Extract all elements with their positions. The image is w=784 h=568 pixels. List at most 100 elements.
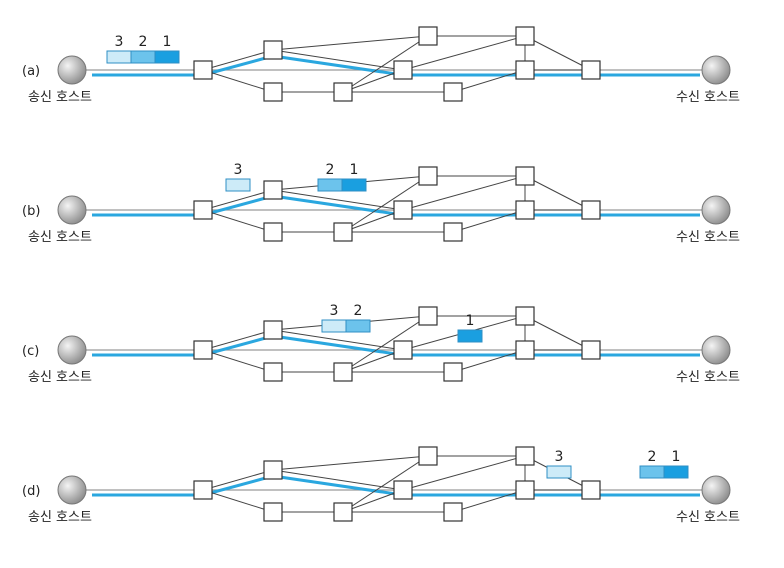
router-node [263,362,283,382]
sender-host-label: 송신 호스트 [28,370,92,385]
receiver-host-label: 수신 호스트 [676,370,740,385]
sender-host-label: 송신 호스트 [28,230,92,245]
receiver-host-icon [701,195,731,225]
sender-host-icon [57,55,87,85]
router-node [193,480,213,500]
packet-number-3: 3 [115,34,124,50]
packet-number-1: 1 [163,34,172,50]
router-node [393,200,413,220]
network-link [202,69,274,93]
packet-number-3: 3 [555,449,564,465]
receiver-host-icon [701,55,731,85]
router-node [443,82,463,102]
network-link [342,349,404,373]
network-link [272,455,429,471]
network-link [402,35,526,71]
network-link [202,489,274,513]
router-node [418,306,438,326]
router-node [263,40,283,60]
router-node [193,200,213,220]
network-link [524,315,592,351]
packet-number-3: 3 [330,303,339,319]
packet-number-1: 1 [466,313,475,329]
router-node [515,446,535,466]
router-node [193,60,213,80]
network-link [202,49,274,71]
packet-number-2: 2 [648,449,657,465]
router-node [515,480,535,500]
network-link [342,455,429,513]
packet-3 [546,465,572,479]
packet-2 [317,178,343,192]
router-node [263,82,283,102]
network-link [342,489,404,513]
packet-3 [225,178,251,192]
router-node [581,340,601,360]
network-link [202,209,274,233]
packet-1 [457,329,483,343]
router-node [263,180,283,200]
sender-host-icon [57,475,87,505]
router-node [263,222,283,242]
packet-3 [106,50,132,64]
network-link [202,189,274,211]
packet-number-2: 2 [326,162,335,178]
network-link [452,349,526,373]
packet-1 [663,465,689,479]
router-node [418,26,438,46]
router-node [263,320,283,340]
packet-3 [321,319,347,333]
network-link [342,35,429,93]
router-node [333,82,353,102]
router-node [393,480,413,500]
packet-1 [154,50,180,64]
router-node [515,340,535,360]
packet-number-2: 2 [354,303,363,319]
packet-2 [345,319,371,333]
panel-label: (c) [22,344,39,359]
router-node [581,480,601,500]
packet-2 [130,50,156,64]
router-node [193,340,213,360]
packet-number-2: 2 [139,34,148,50]
router-node [515,60,535,80]
router-node [515,26,535,46]
network-link [452,209,526,233]
panel-label: (a) [22,64,40,79]
packet-number-1: 1 [672,449,681,465]
packet-2 [639,465,665,479]
receiver-host-label: 수신 호스트 [676,230,740,245]
network-link [202,349,274,373]
router-node [333,502,353,522]
receiver-host-icon [701,475,731,505]
sender-host-label: 송신 호스트 [28,90,92,105]
router-node [333,222,353,242]
router-node [515,166,535,186]
network-link [202,329,274,351]
network-link [342,69,404,93]
network-link [402,175,526,211]
router-node [393,340,413,360]
receiver-host-label: 수신 호스트 [676,510,740,525]
sender-host-label: 송신 호스트 [28,510,92,525]
network-link [452,69,526,93]
router-node [393,60,413,80]
sender-host-icon [57,195,87,225]
sender-host-icon [57,335,87,365]
router-node [581,60,601,80]
network-link [524,35,592,71]
packet-number-1: 1 [350,162,359,178]
router-node [515,200,535,220]
router-node [418,446,438,466]
receiver-host-icon [701,335,731,365]
packet-1 [341,178,367,192]
router-node [333,362,353,382]
router-node [263,460,283,480]
network-link [402,455,526,491]
receiver-host-label: 수신 호스트 [676,90,740,105]
